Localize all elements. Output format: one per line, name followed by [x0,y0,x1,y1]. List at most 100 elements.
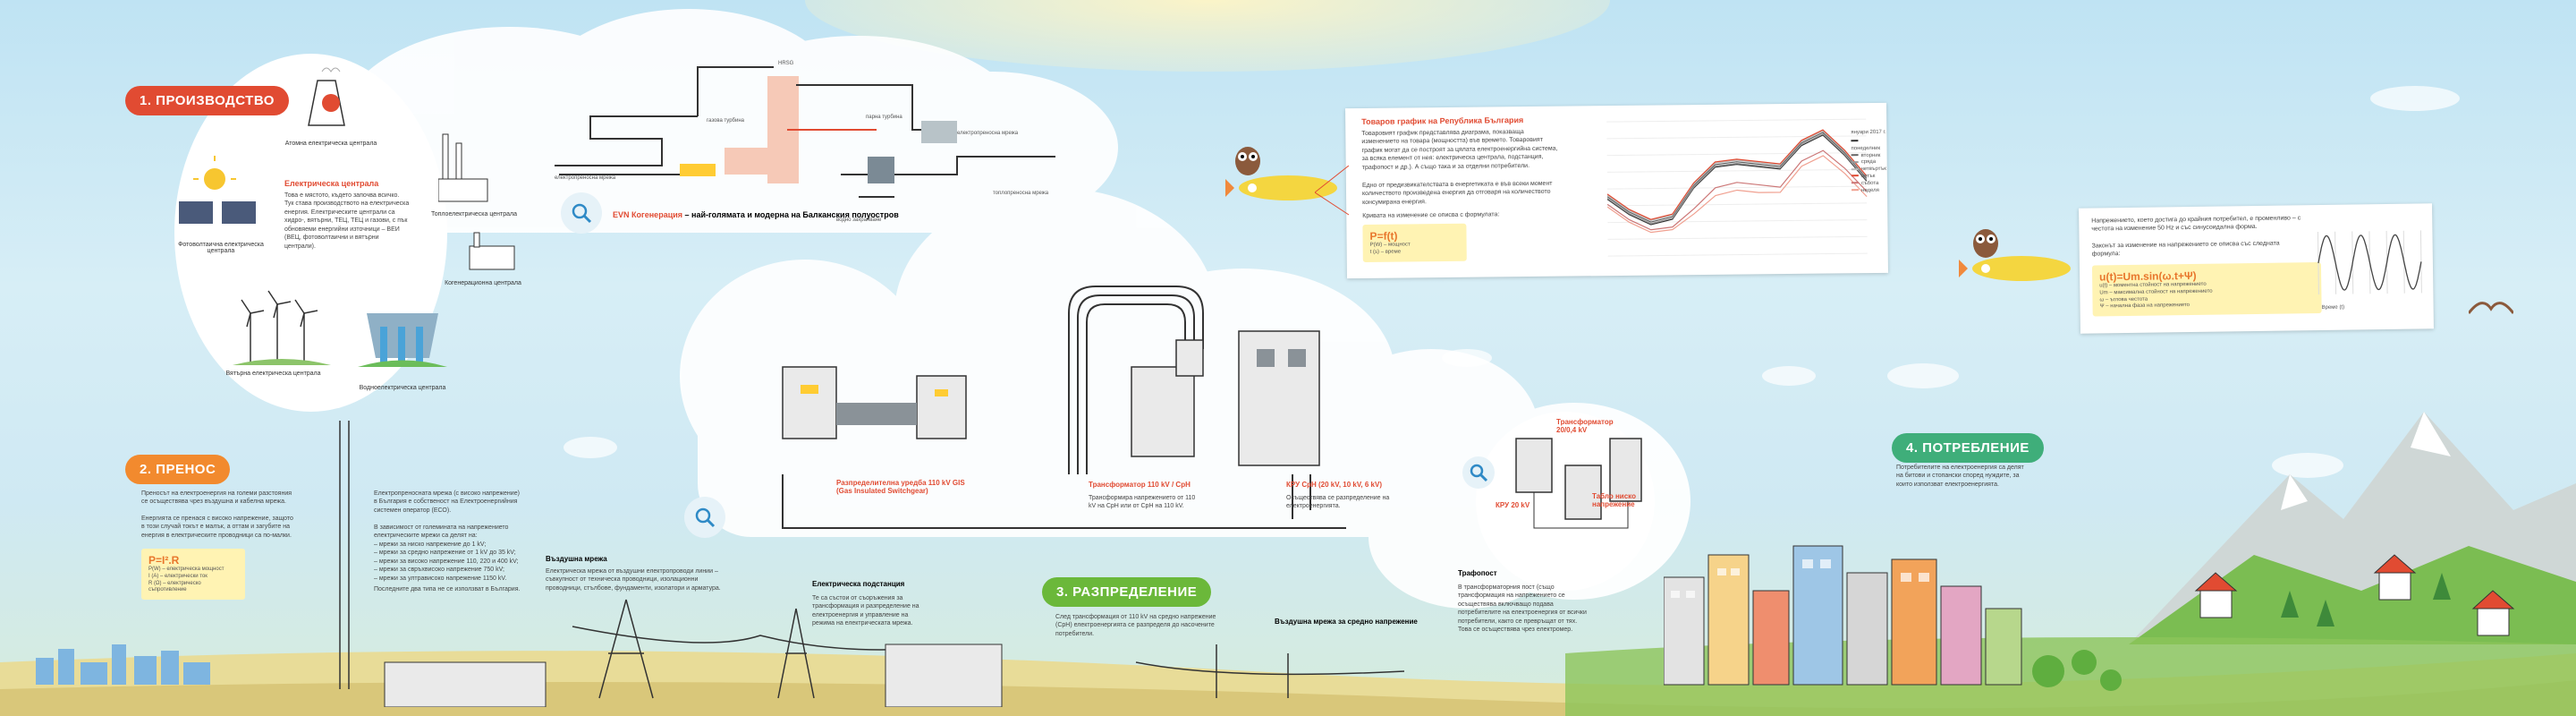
gridline [1607,202,1868,207]
electric-plant-text: Това е мястото, където започва всичко. Т… [284,192,410,250]
trafopost-transformer-label: Трансформатор 20/0,4 kV [1556,418,1614,434]
hydro-plant-icon [358,313,447,367]
rocket-2-icon [1959,256,2071,281]
series-line-6 [1606,149,1868,231]
series-line-1 [1606,134,1868,226]
trafopost-magnifier-button[interactable] [1462,456,1495,489]
voltage-level-1: – мрежи за ниско напрежение до 1 kV; [374,541,487,548]
legend-item: четвъртък [1851,166,1887,174]
pointer-lines [1315,166,1350,216]
voltage-levels-list: – мрежи за ниско напрежение до 1 kV; – м… [374,541,521,583]
gridline [1606,168,1867,173]
grid-label-2: електропреносна мрежа [555,175,616,181]
bird-icon [2469,302,2513,314]
magnifier-icon [1470,464,1488,482]
gridline [1606,118,1867,123]
series-line-7 [1606,155,1868,234]
overhead-text: Електрическа мрежа от въздушни електропр… [546,568,721,592]
hydro-label: Водноелектрическа централа [359,385,446,391]
load-chart-title: Товаров график на Република България [1361,115,1524,126]
section-consumption-label: 4. ПОТРЕБЛЕНИЕ [1892,433,2044,463]
mountains [2129,412,2576,644]
load-chart [1606,118,1868,257]
steam-turbine-label: парна турбина [866,115,902,120]
owl-2-icon [1973,229,1998,258]
rocket-icon [1225,175,1337,200]
legend-item: неделя [1851,187,1887,194]
thermal-label: Топлоелектрическа централа [430,211,517,217]
substation-magnifier-button[interactable] [684,497,725,538]
transmission-text-2: Енергията се пренася с високо напрежение… [141,516,293,539]
voltage-level-2: – мрежи за средно напрежение от 1 kV до … [374,550,516,557]
transmission-note-2: I (A) – електрически ток [148,573,208,579]
network-owner-text: Електропреносната мрежа (с високо напреж… [374,490,520,514]
gas-turbine-label: газова турбина [707,118,744,124]
voltage-level-4: – мрежи за свръхвисоко напрежение 750 kV… [374,567,504,574]
cogeneration-magnifier-button[interactable] [561,192,602,234]
gridline [1606,135,1867,140]
substation-equipment [782,286,1346,529]
wind-label: Вятърна електрическа централа [225,371,321,377]
load-chart-text-2: Едно от предизвикателствата в енергетика… [1361,180,1553,206]
thermal-plant-icon [438,133,488,202]
board-label: Табло ниско напрежение [1592,492,1636,508]
trafopost-equipment [1515,438,1642,529]
transmission-formula-box: P=I².R P(W) – електрическа мощност I (A)… [141,549,245,601]
trafopost-title: Трафопост [1458,569,1497,577]
grid-label: електропреносна мрежа [957,131,1019,136]
wind-plant-icon [233,290,331,365]
cogen-plant-icon [469,232,515,270]
series-line-3 [1606,133,1868,225]
magnifier-icon [572,203,592,224]
heat-grid-label: топлопреносна мрежа [993,191,1049,196]
voltage-formula-box: u(t)=Um.sin(ω.t+Ψ) u(t) – моментна стойн… [2091,261,2322,317]
city-skyline [36,644,210,685]
distribution-text: След трансформация от 110 kV на средно н… [1055,614,1216,637]
transformer-text: Трансформира напрежението от 110 kV на С… [1089,495,1196,510]
village-houses [2194,554,2515,636]
magnifier-icon [695,507,716,528]
water-supply-label: водно захранване [836,217,882,223]
transformer-title: Трансформатор 110 kV / СрН [1089,481,1191,489]
load-formula: P=f(t) [1369,229,1398,243]
load-formula-box: P=f(t) P(W) – мощност t (s) – време [1362,223,1467,262]
load-legend-title: януари 2017 г. [1851,129,1886,136]
voltage-level-5: – мрежи за ултрависоко напрежение 1150 k… [374,575,507,582]
series-line-2 [1606,132,1868,223]
cogeneration-diagram [555,66,1055,198]
krv-title: КРУ СрН (20 kV, 10 kV, 6 kV) [1286,481,1382,489]
cogeneration-subtitle: – най-голямата и модерна на Балканския п… [684,210,899,219]
section-production-label: 1. ПРОИЗВОДСТВО [125,86,289,115]
load-chart-text-1: Товаровият график представлява диаграма,… [1361,129,1558,171]
solar-label: Фотоволтаична електрическа централа [178,242,264,254]
hrsg-label: HRSG [778,61,794,66]
town-buildings [1664,545,2122,691]
owl-icon [1235,147,1260,175]
voltage-chart-panel: Напрежението, което достига до крайния п… [2079,203,2434,334]
gridline [1606,185,1867,190]
gridline [1607,252,1868,257]
series-line-5 [1606,129,1868,220]
kru-label: КРУ 20 kV [1496,501,1530,509]
solar-plant-icon [179,156,256,224]
gridline [1606,152,1867,157]
gridline [1607,235,1868,240]
load-chart-text-3: Кривата на изменение се описва с формула… [1362,211,1500,219]
consumption-text: Потребителите на електроенергия са делят… [1896,465,2024,488]
voltage-text-2: Законът за изменение на напрежението се … [2091,240,2280,259]
transmission-note-1: P(W) – електрическа мощност [148,567,225,572]
transmission-text-1: Преносът на електроенергия на големи раз… [141,490,292,506]
section-transmission-label: 2. ПРЕНОС [125,455,231,484]
load-formula-note-2: t (s) – време [1369,249,1402,255]
substation-title: Електрическа подстанция [812,580,905,588]
transmission-formula: P=I².R [148,554,180,567]
cogeneration-caption: EVN Когенерация – най-голямата и модерна… [613,210,899,219]
nuclear-plant-icon [308,67,345,126]
gis-title: Разпределителна уредба 110 kV GIS (Gas I… [836,479,965,495]
load-chart-panel: Товаров график на Република България Тов… [1345,102,1888,279]
voltage-level-3: – мрежи за високо напрежение 110, 220 и … [374,558,519,565]
series-line-4 [1606,130,1868,222]
voltage-levels-last: Последните два типа не се използват в Бъ… [374,586,521,592]
electric-plant-title: Електрическа централа [284,179,379,188]
